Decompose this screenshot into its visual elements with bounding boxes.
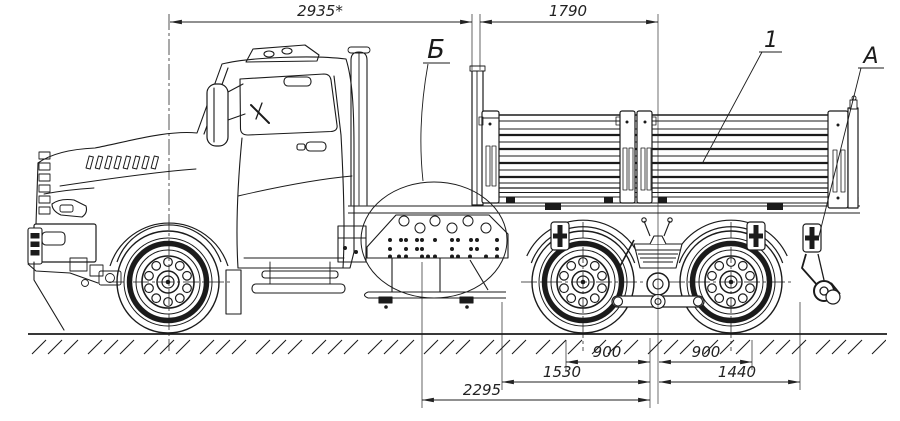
bed-middle-posts	[615, 110, 657, 204]
door-seams	[236, 75, 345, 269]
door-handle	[305, 141, 327, 152]
spring-hanger-bracket	[550, 221, 570, 251]
leader-view-a	[817, 67, 862, 241]
ground-hatching	[30, 337, 886, 357]
rear-tow-hitch	[801, 253, 841, 305]
truck-cab	[27, 44, 371, 331]
leader-item-1	[702, 51, 763, 163]
front-mud-flap	[225, 269, 242, 315]
front-bumper	[27, 223, 122, 331]
fog-lamp	[41, 231, 66, 246]
spring-hanger-bracket	[746, 221, 766, 251]
front-tow-bracket	[98, 270, 122, 286]
bed-front-post	[478, 110, 500, 204]
bed-mount-bracket	[767, 203, 783, 210]
bed-tailgate-edge	[847, 95, 859, 209]
ground	[28, 333, 887, 357]
callouts	[420, 51, 884, 241]
extension-lines	[421, 14, 801, 408]
dim-text-1530: 1530	[543, 363, 581, 381]
roof-deflector	[245, 44, 320, 63]
cargo-bed	[469, 65, 859, 210]
side-mirror	[206, 83, 246, 147]
rivets	[388, 238, 499, 259]
grille-slats	[38, 151, 51, 215]
axle-centerlines	[108, 14, 793, 351]
frame-rivet-plate	[366, 214, 509, 259]
door-window	[239, 73, 338, 136]
dim-text-2935: 2935*	[297, 2, 343, 20]
label-item-1: 1	[764, 28, 778, 53]
bed-mount-bracket	[545, 203, 561, 210]
air-intake-stack	[347, 46, 371, 206]
detail-b-circle	[360, 181, 508, 299]
dropside-planks	[483, 114, 857, 193]
cab-steps	[251, 261, 346, 294]
headlight	[51, 198, 88, 218]
leader-detail-b	[420, 63, 429, 182]
dimensions	[169, 14, 801, 408]
label-detail-b: Б	[427, 35, 445, 65]
label-view-a: А	[861, 44, 878, 69]
sun-visor	[283, 76, 312, 87]
steering-wheel	[250, 104, 270, 124]
dim-text-1440: 1440	[718, 363, 756, 381]
dim-text-2295: 2295	[463, 381, 501, 399]
cab-outline	[37, 56, 355, 269]
dim-text-900-front: 900	[593, 343, 622, 361]
dim-text-900-rear: 900	[692, 343, 721, 361]
dimension-texts: 2935* 1790 900 900 1530 1440 2295	[297, 2, 756, 399]
dim-text-1790: 1790	[549, 2, 587, 20]
hood-louvers	[85, 155, 159, 170]
